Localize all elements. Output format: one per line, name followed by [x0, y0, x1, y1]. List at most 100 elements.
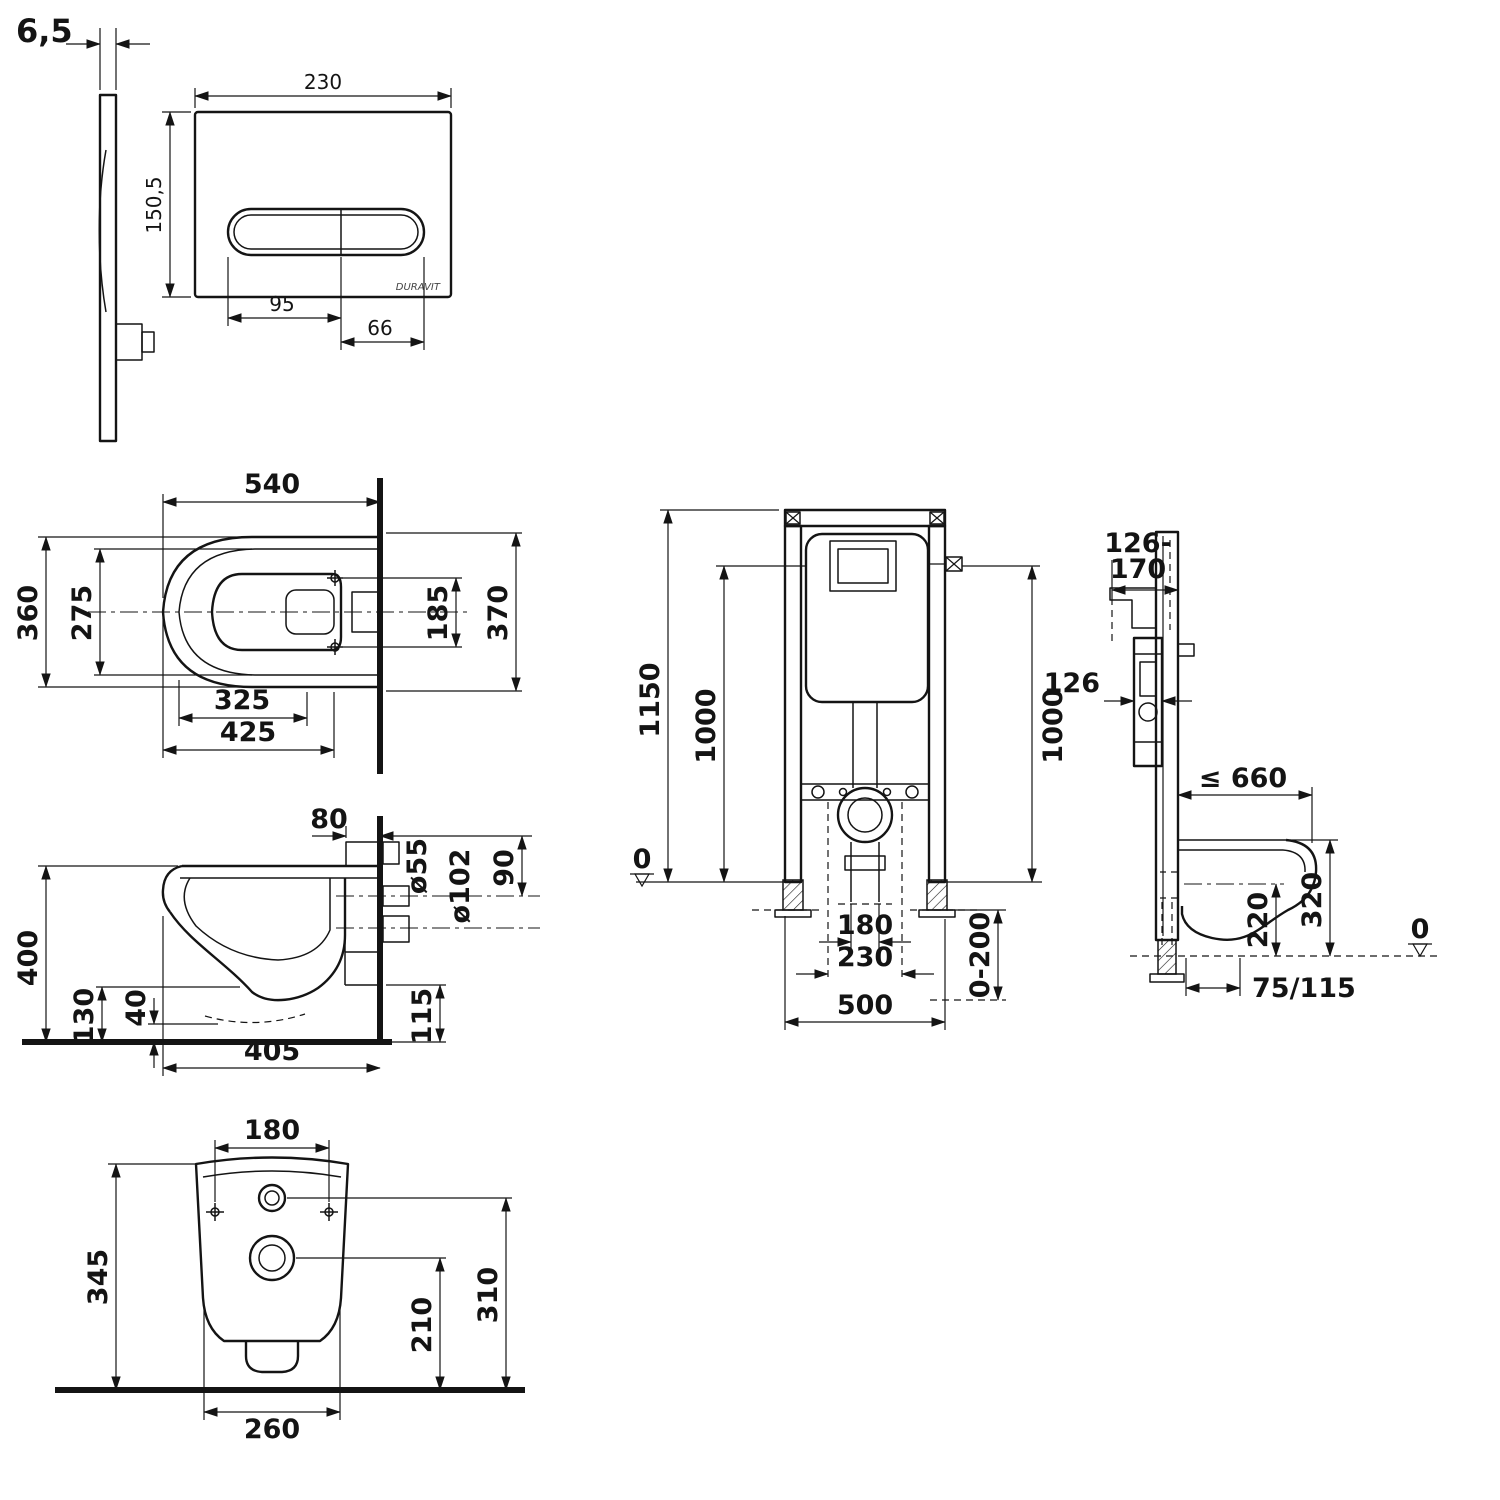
- bowl-inner-outline: [210, 572, 343, 652]
- dim-label: 210: [407, 1297, 438, 1353]
- dim-label: 66: [367, 316, 392, 340]
- installation-frame-front-view: 1150 1000 0 1000 180: [630, 508, 1069, 1030]
- dim-label: 220: [1243, 892, 1274, 948]
- bowl-front: [161, 864, 183, 913]
- adjustable-foot-profile: [1157, 939, 1177, 975]
- flush-plate-front-view: 230 150,5 95 66 DURAVIT: [142, 70, 453, 350]
- bowl-inner: [183, 877, 331, 961]
- dim-label: 370: [483, 585, 514, 641]
- dim-seat-width: 275: [67, 548, 252, 676]
- dim-label: ≤ 660: [1199, 763, 1287, 794]
- brand-logo: DURAVIT: [396, 282, 441, 293]
- body-top-line: [202, 1170, 342, 1178]
- flush-pipe-wall: [382, 841, 400, 865]
- dim-label: 310: [473, 1267, 504, 1323]
- dim-label: 40: [121, 989, 152, 1027]
- corner-bolt-icon: [785, 511, 945, 525]
- plate-profile: [98, 93, 118, 443]
- dim-outlet-offset: 75/115: [1185, 958, 1356, 1004]
- dim-label: 345: [83, 1249, 114, 1305]
- adjustable-foot-right: [926, 879, 948, 911]
- frame-rail-left: [783, 524, 803, 884]
- dim-label: 275: [67, 585, 98, 641]
- dim-label: 180: [837, 910, 893, 941]
- dim-label: 180: [244, 1115, 300, 1146]
- flush-valve: [1139, 661, 1157, 697]
- hinge-hole-marker: [327, 570, 343, 655]
- dim-foot-range: 0-200: [930, 909, 1006, 1001]
- dim-depth: 405: [162, 916, 381, 1076]
- frame-rail-right: [927, 524, 947, 884]
- datum-symbol-right: 0: [1408, 914, 1432, 958]
- dim-inner-length: 325: [178, 680, 308, 726]
- dim-label: 400: [13, 930, 44, 986]
- dim-frame-width: 500: [784, 916, 946, 1030]
- foot-plate-right: [918, 909, 956, 918]
- toilet-side-view: 80 ø55 ø102 90 400 130 40 405: [13, 804, 540, 1076]
- foot-plate-profile: [1149, 973, 1185, 983]
- outlet-pipe: [382, 915, 410, 943]
- dim-plate-width: 230: [194, 70, 452, 108]
- dim-label: 230: [304, 70, 342, 94]
- dim-label: 500: [837, 990, 893, 1021]
- dim-total-depth: 540: [162, 469, 381, 598]
- dim-plate-thickness: 6,5: [16, 12, 73, 50]
- toilet-rear-view: 180 345 210 310 260: [55, 1115, 525, 1445]
- plate-lever-profile: [98, 149, 107, 313]
- dim-flush-pipe: ø55: [402, 838, 433, 894]
- dim-label: 1000: [1038, 688, 1069, 763]
- outlet: [244, 1341, 300, 1374]
- toilet-profile-reference: [1160, 838, 1318, 950]
- dim-label: 1000: [691, 688, 722, 763]
- dim-label: 540: [244, 469, 300, 500]
- dim-pipe-gap: 90: [489, 835, 527, 897]
- dim-outer-width: 360: [13, 536, 240, 688]
- foot-plate-left: [774, 909, 812, 918]
- drain-bend: [836, 786, 894, 844]
- inspection-window: [829, 540, 897, 592]
- dim-label: 425: [220, 717, 276, 748]
- dim-bowl-bottom: 130: [69, 986, 240, 1044]
- cistern: [804, 532, 930, 704]
- dim-drain-width: 180: [819, 904, 911, 950]
- dim-label: 185: [423, 585, 454, 641]
- dim-left-mark: 1000: [691, 565, 806, 883]
- anchor-nub: [1177, 643, 1195, 657]
- dim-label: 1150: [635, 662, 666, 737]
- dim-drain-pipe: ø102: [445, 849, 476, 924]
- datum-symbol-left: 0: [630, 844, 654, 888]
- flush-connection: [345, 841, 381, 867]
- adjustable-foot-left: [782, 879, 804, 911]
- plate-mechanism-box: [115, 323, 143, 361]
- dim-label: 150,5: [142, 176, 166, 233]
- dim-outlet-level: 220: [1184, 883, 1284, 957]
- dim-total-height: 1150: [635, 509, 785, 883]
- mounting-hole-marker: [206, 1203, 338, 1221]
- dim-plate-height: 150,5: [142, 111, 191, 298]
- bowl-underside: [169, 878, 347, 1002]
- dim-bracket-width: 230: [796, 802, 934, 982]
- toilet-top-view: 540 360 275 325 425: [13, 469, 522, 774]
- dim-label-max: 170: [1110, 554, 1166, 585]
- datum-label: 0: [633, 844, 652, 875]
- flush-button-outline: [226, 207, 426, 257]
- dim-label: 115: [407, 988, 438, 1044]
- dim-hole-spacing: 185: [343, 577, 462, 648]
- plate-face: [193, 110, 453, 299]
- dim-cistern-depth: 126: [1044, 668, 1192, 706]
- dim-right-mark: 1000: [945, 565, 1069, 883]
- frame-rail-profile: [1154, 530, 1180, 942]
- dim-rim-height: 400: [13, 865, 178, 1043]
- dim-label: 260: [244, 1414, 300, 1445]
- dim-label: 360: [13, 585, 44, 641]
- dim-label: 325: [214, 685, 270, 716]
- dim-rim-level: 320: [1290, 839, 1338, 957]
- frame-top-bar: [783, 508, 947, 528]
- dim-max-length: ≤ 660: [1177, 763, 1313, 843]
- dim-label: 130: [69, 988, 100, 1044]
- seat-reference: [204, 1013, 306, 1024]
- dim-label: 0-200: [965, 912, 996, 998]
- dim-overall-width: 370: [386, 532, 522, 692]
- inlet-hole: [257, 1183, 287, 1213]
